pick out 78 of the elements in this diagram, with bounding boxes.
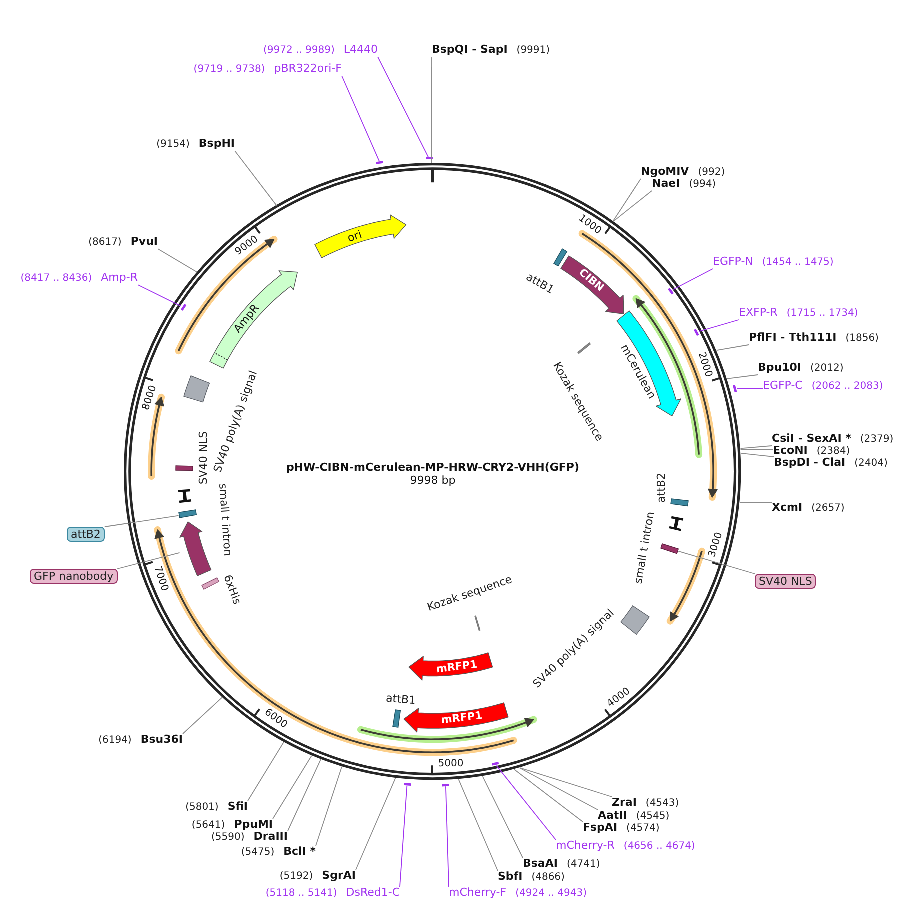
primer-position: (5118 .. 5141) [266,888,338,900]
plasmid-name: pHW-CIBN-mCerulean-MP-HRW-CRY2-VHH(GFP) [286,462,580,474]
feature-name: mRFP1 [440,711,484,728]
sequence-length: 9998 bp [410,474,456,487]
primer-position: (4656 .. 4674) [624,841,696,853]
enzyme-name: NgoMIV [641,166,690,178]
cut-site-position: (992) [698,167,726,179]
feature-name: ori [346,228,364,245]
cut-site-position: (9154) [156,139,190,151]
primer-name: mCherry-R [556,840,615,852]
enzyme-name: SgrAI [322,870,356,882]
cut-site-position: (2657) [812,503,845,515]
primer-name: EGFP-C [763,380,803,392]
cut-site-position: (2379) [860,434,894,446]
primer-name: L4440 [344,44,378,56]
enzyme-name: EcoNI [773,445,808,457]
cut-site-position: (5192) [280,871,314,883]
enzyme-name: FspAI [583,822,618,834]
enzyme-name: NaeI [652,178,680,190]
primer-name: EXFP-R [739,307,778,319]
primer-position: (9719 .. 9738) [194,64,266,76]
enzyme-name: BspDI - ClaI [774,457,846,469]
enzyme-name: PvuI [130,236,158,248]
primer-position: (1715 .. 1734) [786,308,858,320]
cut-site-position: (4574) [626,823,660,835]
cut-site-position: (4866) [532,872,565,884]
feature-name: 6xHis [221,574,243,606]
feature-name: small t intron [632,511,658,585]
cut-site-position: (5801) [186,802,219,814]
enzyme-name: BspQI - SapI [432,44,508,56]
cut-site-position: (5641) [192,820,226,832]
tick-label: 3000 [707,532,726,560]
enzyme-name: PpuMI [234,819,273,831]
primer-name: DsRed1-C [346,887,400,899]
enzyme-name: SfiI [228,801,248,813]
cut-site-position: (8617) [88,237,122,249]
enzyme-name: Bsu36I [140,734,183,746]
tick-label: 8000 [140,384,160,412]
enzyme-name: SbfI [498,871,523,883]
enzyme-name: BclI * [284,846,316,858]
cut-site-position: (5590) [211,832,245,844]
feature-name: attB2 [656,473,668,503]
cut-site-position: (4545) [636,811,670,823]
feature-name: attB1 [386,692,416,708]
primer-name: Amp-R [101,272,138,284]
enzyme-name: ZraI [612,797,637,809]
feature-name: SV40 NLS [198,431,210,485]
cut-site-position: (2384) [816,446,850,458]
enzyme-name: Bpu10I [758,362,802,374]
tick-label: 7000 [152,565,170,593]
primer-position: (1454 .. 1475) [762,257,834,269]
enzyme-name: BspHI [198,138,235,150]
primer-position: (2062 .. 2083) [812,381,884,393]
cut-site-position: (5475) [241,847,275,859]
cut-site-position: (4741) [566,859,600,871]
enzyme-name: BsaAI [523,858,558,870]
primer-name: EGFP-N [713,256,754,268]
primer-position: (4924 .. 4943) [516,888,588,900]
primer-name: pBR322ori-F [274,63,342,75]
enzyme-name: DraIII [254,831,288,843]
cut-site-position: (6194) [98,735,132,747]
enzyme-name: CsiI - SexAI * [772,433,852,445]
cut-site-position: (2012) [810,363,844,375]
cut-site-position: (994) [689,179,716,191]
enzyme-name: AatII [598,810,628,822]
tick-label: 5000 [438,758,464,770]
tick-label: 2000 [696,351,714,379]
feature-name: mRFP1 [436,659,478,676]
cut-site-position: (2404) [854,458,888,470]
primer-position: (8417 .. 8436) [20,273,92,285]
enzyme-name: PflFI - Tth111I [749,332,837,344]
feature-name: small t intron [216,483,234,557]
enzyme-name: XcmI [772,502,803,514]
primer-name: mCherry-F [449,887,507,899]
primer-position: (9972 .. 9989) [263,45,335,57]
cut-site-position: (1856) [846,333,879,345]
cut-site-position: (4543) [646,798,680,810]
cut-site-position: (9991) [516,45,550,57]
